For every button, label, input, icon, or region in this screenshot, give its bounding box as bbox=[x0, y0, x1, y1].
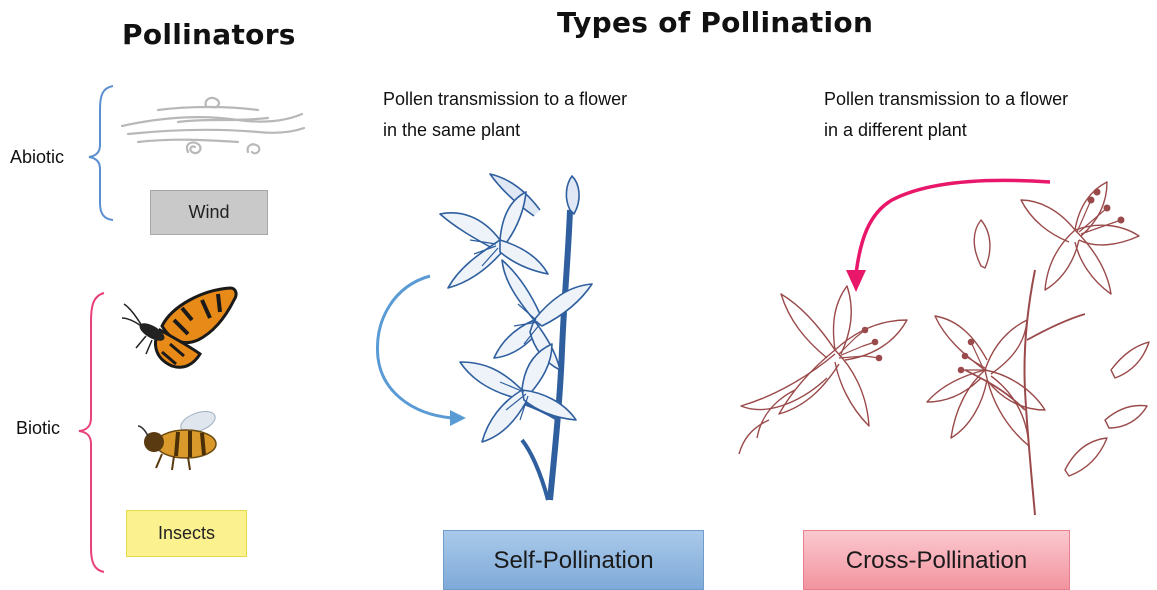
biotic-brace bbox=[79, 293, 104, 572]
cross-caption-line1: Pollen transmission to a flower bbox=[824, 84, 1068, 115]
self-caption: Pollen transmission to a flower in the s… bbox=[383, 84, 627, 146]
abiotic-brace bbox=[89, 86, 113, 220]
wind-box: Wind bbox=[150, 190, 268, 235]
bee-icon bbox=[138, 410, 228, 472]
cross-pollination-label: Cross-Pollination bbox=[846, 547, 1027, 575]
self-caption-line2: in the same plant bbox=[383, 115, 627, 146]
cross-caption: Pollen transmission to a flower in a dif… bbox=[824, 84, 1068, 146]
cross-arrow-icon bbox=[840, 170, 1055, 300]
self-pollination-label: Self-Pollination bbox=[493, 547, 653, 575]
insects-label: Insects bbox=[158, 523, 215, 544]
wind-icon bbox=[118, 96, 308, 166]
cross-pollination-box: Cross-Pollination bbox=[803, 530, 1070, 590]
butterfly-icon bbox=[122, 286, 242, 370]
cross-caption-line2: in a different plant bbox=[824, 115, 1068, 146]
self-arrow-icon bbox=[370, 270, 480, 430]
wind-label: Wind bbox=[188, 202, 229, 223]
insects-box: Insects bbox=[126, 510, 247, 557]
self-caption-line1: Pollen transmission to a flower bbox=[383, 84, 627, 115]
self-pollination-box: Self-Pollination bbox=[443, 530, 704, 590]
